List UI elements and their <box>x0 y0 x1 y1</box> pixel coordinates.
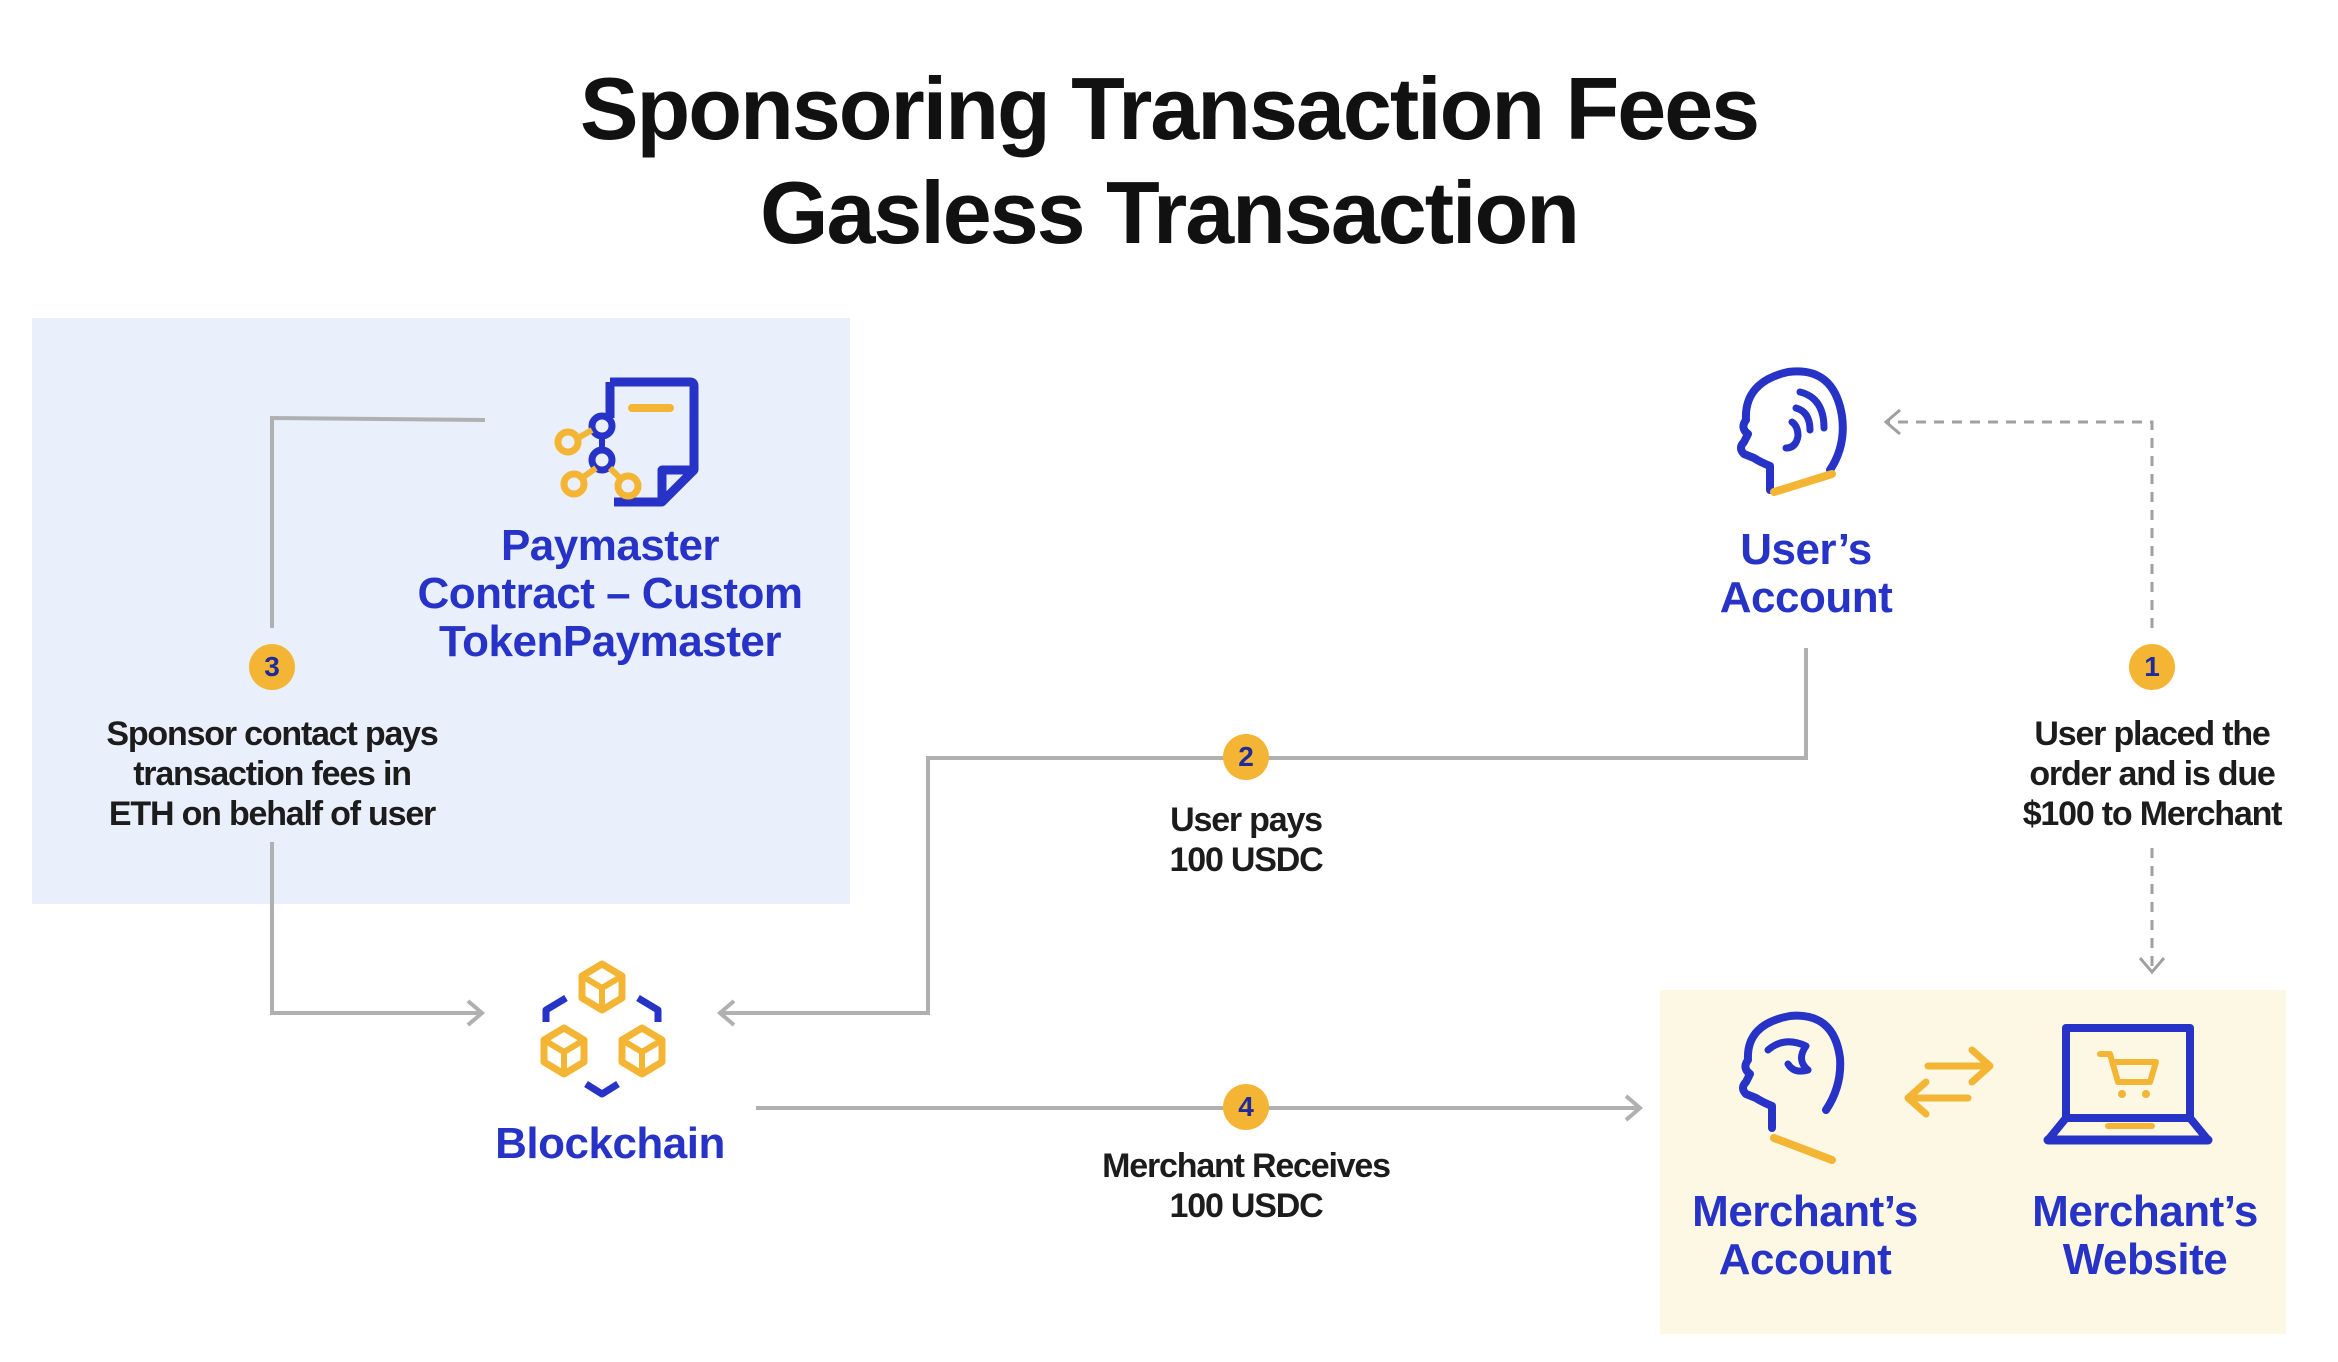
paymaster-panel <box>32 318 850 904</box>
exchange-arrows-icon <box>1904 1046 1994 1118</box>
users-account-label: User’s Account <box>1719 525 1893 622</box>
arrowhead-step-3 <box>466 999 486 1027</box>
title-line-2: Gasless Transaction <box>760 163 1580 262</box>
blockchain-label: Blockchain <box>495 1119 725 1168</box>
connectors <box>270 415 1808 1122</box>
contract-network-icon <box>554 377 699 507</box>
connector-step-1 <box>1888 420 2154 968</box>
connector-step-2 <box>722 648 1808 1015</box>
step-badge-2: 2 <box>1223 734 1269 780</box>
arrowhead-step-1-top <box>1883 408 1901 436</box>
merchants-website-label: Merchant’s Website <box>2032 1187 2258 1284</box>
step-badge-4: 4 <box>1223 1084 1269 1130</box>
step-4-description: Merchant Receives 100 USDC <box>1102 1147 1391 1225</box>
step-badge-1: 1 <box>2129 644 2175 690</box>
connector-step-3-lower <box>270 842 480 1015</box>
laptop-cart-icon <box>2043 1024 2213 1145</box>
paymaster-label: Paymaster Contract – Custom TokenPaymast… <box>417 521 803 666</box>
connector-step-3 <box>270 415 486 628</box>
step-3-description: Sponsor contact pays transaction fees in… <box>106 715 438 833</box>
arrowhead-step-1-bottom <box>2138 957 2166 975</box>
connector-step-1-upper <box>1888 420 2154 628</box>
user-head-icon <box>1737 367 1847 496</box>
step-badge-3: 3 <box>249 644 295 690</box>
step-1-description: User placed the order and is due $100 to… <box>2022 715 2283 833</box>
blockchain-cubes-icon <box>540 960 666 1098</box>
merchant-head-icon <box>1739 1011 1845 1164</box>
arrowhead-step-4 <box>1624 1094 1644 1122</box>
arrowhead-step-2 <box>716 999 736 1027</box>
title-line-1: Sponsoring Transaction Fees <box>579 59 1760 158</box>
merchants-account-label: Merchant’s Account <box>1692 1187 1918 1284</box>
step-2-description: User pays 100 USDC <box>1169 801 1324 879</box>
